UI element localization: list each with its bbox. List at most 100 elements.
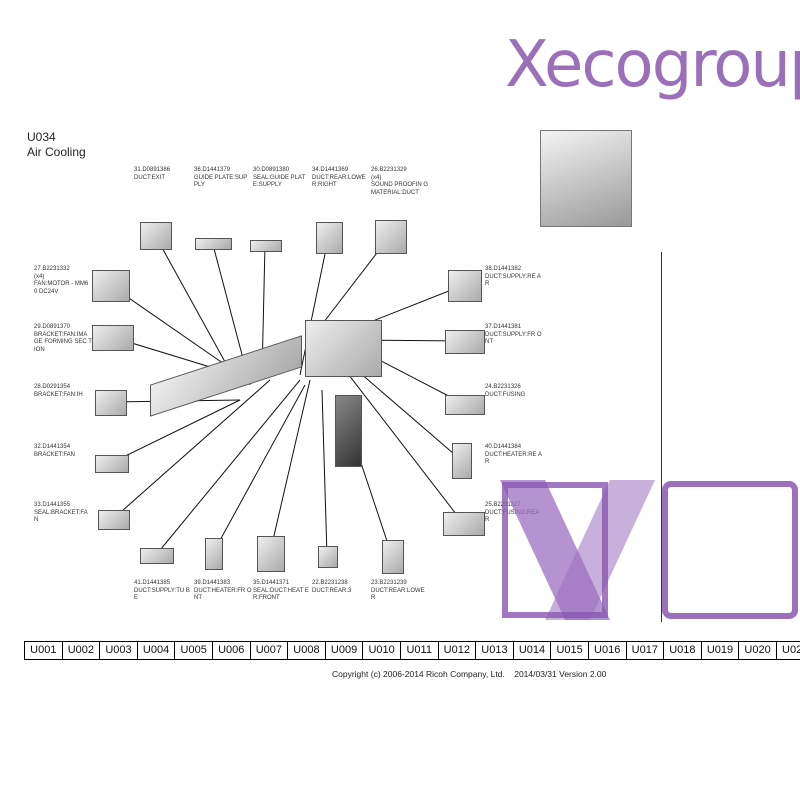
nav-unit-link[interactable]: U017 — [626, 641, 665, 660]
part-ref: 29.D0891370 — [34, 324, 71, 330]
part-name: FAN:MOTOR - MM6 0 DC24V — [34, 281, 89, 295]
part-name: DUCT:SUPPLY:RE AR — [485, 273, 541, 288]
part-image[interactable] — [382, 540, 404, 574]
nav-unit-link[interactable]: U011 — [400, 641, 439, 660]
divider-line — [661, 252, 662, 622]
nav-unit-link[interactable]: U013 — [476, 641, 514, 660]
watermark-text: Xecogroup — [505, 28, 800, 102]
part-name: DUCT:HEATER:RE AR — [485, 451, 542, 466]
leader-line — [212, 384, 306, 554]
leader-line — [344, 369, 464, 524]
part-name: DUCT:REAR:3 — [312, 587, 352, 594]
part-image[interactable] — [257, 536, 285, 572]
copyright: Copyright (c) 2006-2014 Ricoh Company, L… — [332, 669, 505, 679]
part-image[interactable] — [445, 330, 485, 354]
part-name: BRACKET:FAN:IMA GE FORMING SEC TION — [34, 331, 92, 353]
nav-unit-link[interactable]: U016 — [588, 641, 627, 660]
part-image[interactable] — [98, 510, 130, 530]
part-name: DUCT:SUPPLY:TU BE — [134, 587, 190, 602]
part-image[interactable] — [443, 512, 485, 536]
nav-unit-link[interactable]: U012 — [438, 641, 477, 660]
part-label: 27.B2231332(x4)FAN:MOTOR - MM6 0 DC24V — [34, 266, 92, 296]
leader-line — [109, 284, 241, 376]
nav-unit-link[interactable]: U009 — [325, 641, 364, 660]
nav-unit-link[interactable]: U003 — [100, 641, 138, 660]
leader-line — [112, 379, 271, 520]
leader-line — [155, 379, 301, 556]
part-name: BRACKET:FAN — [34, 451, 76, 458]
part-ref: 27.B2231332 — [34, 266, 70, 272]
nav-unit-link[interactable]: U007 — [250, 641, 289, 660]
part-qty: (x4) — [34, 273, 45, 280]
nav-unit-link[interactable]: U018 — [664, 641, 702, 660]
section-code: U034 — [27, 130, 56, 144]
leader-line — [110, 399, 241, 464]
part-image[interactable] — [452, 443, 472, 479]
nav-unit-link[interactable]: U006 — [212, 641, 251, 660]
part-image[interactable] — [92, 325, 134, 351]
assembly-rear-duct — [335, 395, 362, 467]
nav-unit-link[interactable]: U008 — [288, 641, 326, 660]
part-name: DUCT:EXIT — [134, 174, 166, 181]
nav-unit-link[interactable]: U021 — [776, 641, 800, 660]
part-ref: 34.D1441369 — [312, 167, 349, 173]
section-title: Air Cooling — [27, 145, 86, 159]
part-image[interactable] — [92, 270, 130, 302]
part-ref: 22.B2231238 — [312, 580, 348, 586]
part-name: SEAL:DUCT:HEAT ER:FRONT — [253, 587, 309, 602]
nav-unit-link[interactable]: U002 — [62, 641, 101, 660]
part-ref: 24.B2231326 — [485, 384, 521, 390]
nav-unit-link[interactable]: U010 — [363, 641, 401, 660]
part-name: GUIDE PLATE:SUP PLY — [194, 174, 248, 189]
part-ref: 28.D0291354 — [34, 384, 71, 390]
part-image[interactable] — [316, 222, 343, 254]
part-ref: 39.D1441383 — [194, 580, 231, 586]
part-ref: 25.B2231327 — [485, 502, 521, 508]
part-image[interactable] — [375, 220, 407, 254]
nav-unit-link[interactable]: U001 — [25, 641, 63, 660]
part-ref: 37.D1441381 — [485, 324, 522, 330]
version: 2014/03/31 Version 2.00 — [514, 669, 607, 679]
part-image[interactable] — [95, 455, 129, 473]
part-image[interactable] — [95, 390, 127, 416]
part-image[interactable] — [318, 546, 338, 568]
nav-unit-link[interactable]: U020 — [739, 641, 777, 660]
nav-unit-link[interactable]: U014 — [513, 641, 552, 660]
part-image[interactable] — [140, 548, 174, 564]
nav-unit-link[interactable]: U004 — [137, 641, 176, 660]
part-image[interactable] — [195, 238, 232, 250]
nav-unit-link[interactable]: U019 — [701, 641, 740, 660]
part-name: DUCT:FUSING — [485, 391, 526, 398]
part-name: BRACKET:FAN:IH — [34, 391, 83, 398]
machine-overview-thumbnail — [540, 130, 632, 227]
part-image[interactable] — [205, 538, 223, 570]
part-image[interactable] — [445, 395, 485, 415]
part-image[interactable] — [448, 270, 482, 302]
part-name: SEAL:BRACKET:FA N — [34, 509, 88, 524]
part-image[interactable] — [250, 240, 282, 252]
part-ref: 30.D0891380 — [253, 167, 290, 173]
part-label: 26.B2231329(x4)SOUND PROOFIN G MATERIAL:… — [371, 167, 429, 197]
part-image[interactable] — [140, 222, 172, 250]
nav-unit-link[interactable]: U005 — [175, 641, 213, 660]
leader-line — [154, 234, 236, 381]
part-ref: 33.D1441355 — [34, 502, 71, 508]
part-name: SEAL:GUIDE PLAT E:SUPPLY — [253, 174, 306, 189]
leader-line — [321, 389, 328, 557]
nav-unit-link[interactable]: U015 — [551, 641, 589, 660]
part-ref: 31.D0891386 — [134, 167, 171, 173]
